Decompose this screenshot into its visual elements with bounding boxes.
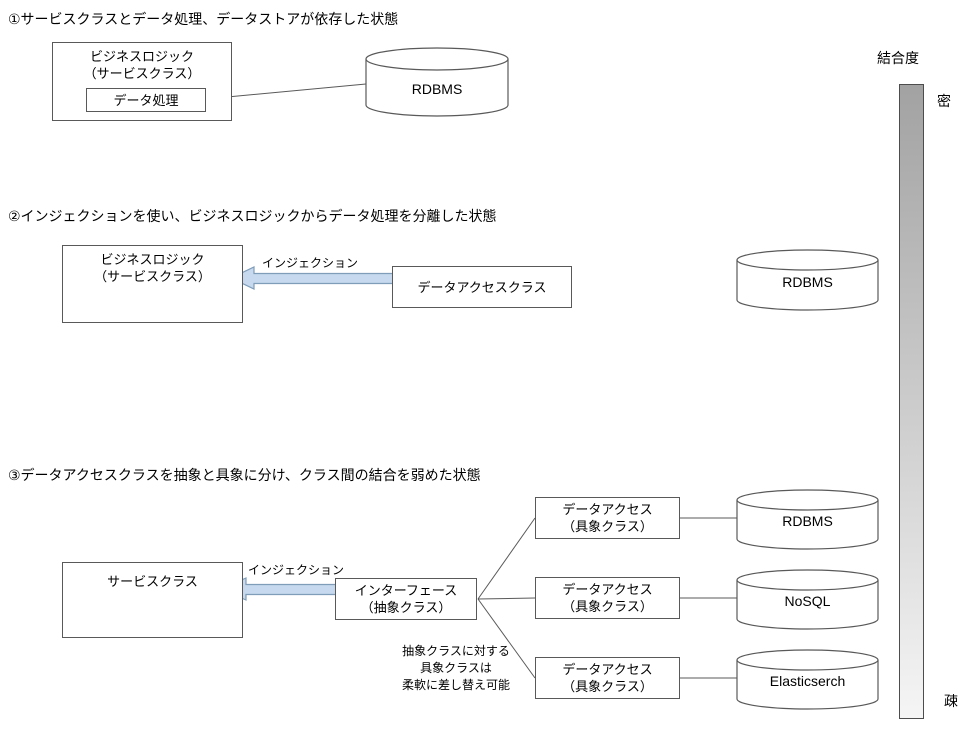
cylinder-elastic <box>736 649 879 710</box>
business-logic-label-line2: （サービスクラス） <box>83 66 201 81</box>
note-line1: 抽象クラスに対する <box>402 644 510 658</box>
business-logic-label-line2: （サービスクラス） <box>94 269 211 284</box>
concrete-label-line2: （具象クラス） <box>562 599 653 614</box>
data-access-class-label: データアクセスクラス <box>417 279 547 295</box>
nosql-label: NoSQL <box>784 593 831 609</box>
section2-title: ②インジェクションを使い、ビジネスロジックからデータ処理を分離した状態 <box>8 208 497 224</box>
connector-interface-concrete3 <box>477 598 536 679</box>
cylinder-rdbms-s2 <box>736 249 879 311</box>
injection-label-s3: インジェクション <box>248 563 345 577</box>
concrete-label-line2: （具象クラス） <box>562 519 653 534</box>
rdbms-label-s1: RDBMS <box>411 81 463 97</box>
elasticserch-label: Elasticserch <box>769 673 846 689</box>
interface-label-line1: インターフェース <box>354 583 458 598</box>
interface-label-line2: （抽象クラス） <box>360 600 452 615</box>
business-logic-label-line1: ビジネスロジック <box>89 49 194 64</box>
box-service-class: サービスクラス <box>62 562 243 638</box>
business-logic-label-line1: ビジネスロジック <box>100 252 205 267</box>
section1-title: ①サービスクラスとデータ処理、データストアが依存した状態 <box>8 11 399 27</box>
box-data-access-concrete-3: データアクセス （具象クラス） <box>535 657 680 699</box>
box-interface-abstract: インターフェース （抽象クラス） <box>335 578 477 620</box>
box-business-logic-s2: ビジネスロジック （サービスクラス） <box>62 245 243 323</box>
concrete-label-line1: データアクセス <box>562 582 653 597</box>
coupling-gradient-bar <box>899 84 924 719</box>
data-processing-label: データ処理 <box>113 92 179 108</box>
note-line3: 柔軟に差し替え可能 <box>401 678 510 692</box>
dense-label: 密 <box>937 93 951 109</box>
concrete-label-line2: （具象クラス） <box>562 679 653 694</box>
service-class-label: サービスクラス <box>107 574 198 589</box>
concrete-label-line1: データアクセス <box>562 502 653 517</box>
rdbms-label-s3: RDBMS <box>782 513 833 529</box>
cylinder-nosql <box>736 569 879 630</box>
cylinder-rdbms-s3 <box>736 489 879 550</box>
box-data-access-class: データアクセスクラス <box>392 266 572 308</box>
box-data-processing: データ処理 <box>86 88 206 112</box>
concrete-label-line1: データアクセス <box>562 662 653 677</box>
coupling-axis-label: 結合度 <box>877 50 919 66</box>
box-data-access-concrete-1: データアクセス （具象クラス） <box>535 497 680 539</box>
connector-dataprocessing-rdbms <box>205 83 367 100</box>
box-data-access-concrete-2: データアクセス （具象クラス） <box>535 577 680 619</box>
connector-interface-concrete2 <box>477 597 536 600</box>
note-line2: 具象クラスは <box>420 661 492 675</box>
section3-title: ③データアクセスクラスを抽象と具象に分け、クラス間の結合を弱めた状態 <box>8 467 481 483</box>
cylinder-rdbms-s1 <box>365 47 509 117</box>
rdbms-label-s2: RDBMS <box>782 274 833 290</box>
injection-label-s2: インジェクション <box>262 256 359 270</box>
sparse-label: 疎 <box>944 693 958 709</box>
connector-interface-concrete1 <box>477 517 536 600</box>
flexibility-note: 抽象クラスに対する 具象クラスは 柔軟に差し替え可能 <box>393 643 519 694</box>
